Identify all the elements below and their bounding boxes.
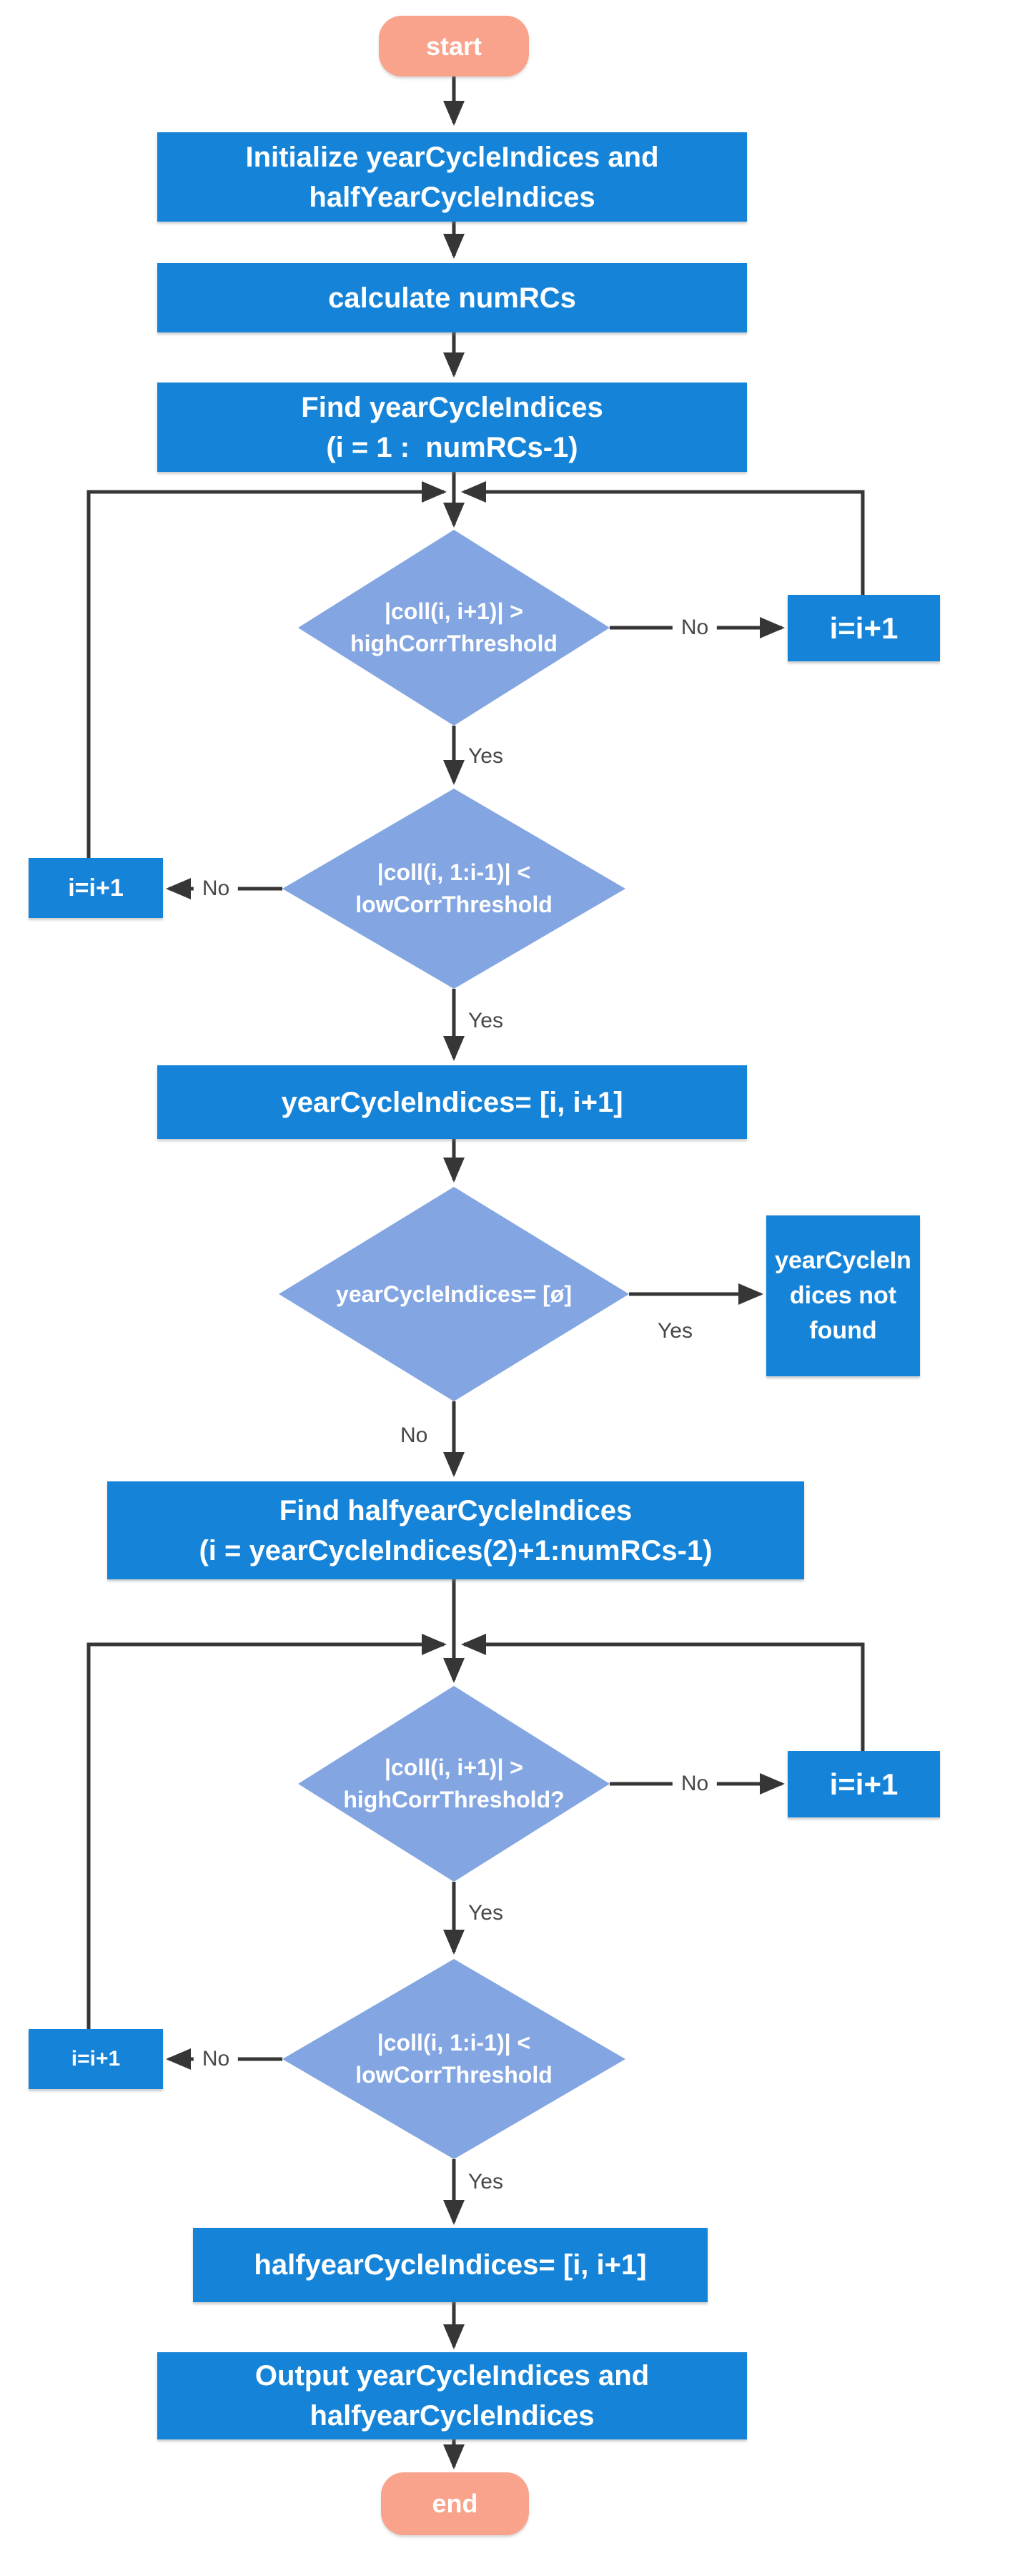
edge-label-yes-3: Yes xyxy=(658,1319,693,1343)
decision-lowcorr-1-line1: |coll(i, 1:i-1)| < xyxy=(377,859,531,885)
edge-label-no-5: No xyxy=(193,2048,239,2070)
decision-highcorr-1-line2: highCorrThreshold xyxy=(350,631,558,656)
edge-loop2-right-return xyxy=(460,1634,865,1751)
edge-label-yes-5: Yes xyxy=(468,2170,503,2193)
end-node: end xyxy=(381,2472,529,2535)
process-output: Output yearCycleIndices and halfyearCycl… xyxy=(157,2352,747,2439)
process-find-yearcycleindices: Find yearCycleIndices (i = 1 : numRCs-1) xyxy=(157,383,747,472)
process-find-yearcycleindices-line1: Find yearCycleIndices xyxy=(301,391,603,423)
edge-label-no-1: No xyxy=(672,617,718,638)
process-not-found-line3: found xyxy=(809,1317,877,1344)
process-assign-yearcycleindices: yearCycleIndices= [i, i+1] xyxy=(157,1065,747,1139)
decision-lowcorr-2-line1: |coll(i, 1:i-1)| < xyxy=(377,2030,531,2056)
edge-label-yes-1: Yes xyxy=(468,744,503,768)
process-calculate-numrcs-label: calculate numRCs xyxy=(328,282,576,314)
increment-box-left-2: i=i+1 xyxy=(29,2029,163,2089)
decision-highcorr-2-line1: |coll(i, i+1)| > xyxy=(385,1755,523,1780)
start-node: start xyxy=(379,16,529,77)
process-output-line2: halfyearCycleIndices xyxy=(310,2400,595,2432)
start-label: start xyxy=(425,31,482,61)
increment-box-right-1: i=i+1 xyxy=(788,595,940,661)
edge-label-no-4: No xyxy=(672,1773,718,1795)
edge-loop1-right-return xyxy=(460,481,865,595)
process-yearcycleindices-not-found: yearCycleIn dices not found xyxy=(766,1215,920,1376)
increment-box-right-1-label: i=i+1 xyxy=(829,611,898,645)
edge-loop1-left-return xyxy=(86,481,447,858)
process-initialize-line1: Initialize yearCycleIndices and xyxy=(245,141,659,173)
increment-box-left-1-label: i=i+1 xyxy=(68,874,124,902)
end-label: end xyxy=(432,2489,478,2518)
increment-box-right-2: i=i+1 xyxy=(788,1751,940,1817)
increment-box-left-1: i=i+1 xyxy=(29,858,163,918)
edge-label-yes-2: Yes xyxy=(468,1009,503,1032)
decision-lowcorr-1-line2: lowCorrThreshold xyxy=(355,892,553,917)
process-assign-halfyearcycleindices-label: halfyearCycleIndices= [i, i+1] xyxy=(254,2249,647,2281)
edge-label-no-2: No xyxy=(193,878,239,899)
increment-box-left-2-label: i=i+1 xyxy=(71,2047,121,2071)
process-assign-yearcycleindices-label: yearCycleIndices= [i, i+1] xyxy=(281,1086,623,1118)
decision-lowcorr-2-line2: lowCorrThreshold xyxy=(355,2062,553,2088)
edge-label-yes-4: Yes xyxy=(468,1901,503,1925)
edge-loop2-left-return xyxy=(86,1634,447,2029)
process-assign-halfyearcycleindices: halfyearCycleIndices= [i, i+1] xyxy=(193,2228,708,2302)
decision-highcorr-1-line1: |coll(i, i+1)| > xyxy=(385,598,523,624)
process-initialize-line2: halfYearCycleIndices xyxy=(309,181,595,213)
process-calculate-numrcs: calculate numRCs xyxy=(157,263,747,332)
process-find-halfyearcycleindices: Find halfyearCycleIndices (i = yearCycle… xyxy=(107,1481,804,1579)
process-output-line1: Output yearCycleIndices and xyxy=(254,2360,650,2392)
process-initialize: Initialize yearCycleIndices and halfYear… xyxy=(157,132,747,222)
process-find-yearcycleindices-line2: (i = 1 : numRCs-1) xyxy=(326,431,578,463)
decision-yearcycleindices-empty-label: yearCycleIndices= [ø] xyxy=(336,1280,572,1307)
process-find-halfyearcycleindices-line1: Find halfyearCycleIndices xyxy=(279,1494,633,1526)
process-not-found-line1: yearCycleIn xyxy=(775,1247,911,1274)
decision-highcorr-2-line2: highCorrThreshold? xyxy=(343,1787,565,1812)
process-not-found-line2: dices not xyxy=(789,1282,897,1309)
process-find-halfyearcycleindices-line2: (i = yearCycleIndices(2)+1:numRCs-1) xyxy=(199,1534,713,1566)
increment-box-right-2-label: i=i+1 xyxy=(829,1767,898,1801)
edge-label-no-3: No xyxy=(400,1423,428,1447)
